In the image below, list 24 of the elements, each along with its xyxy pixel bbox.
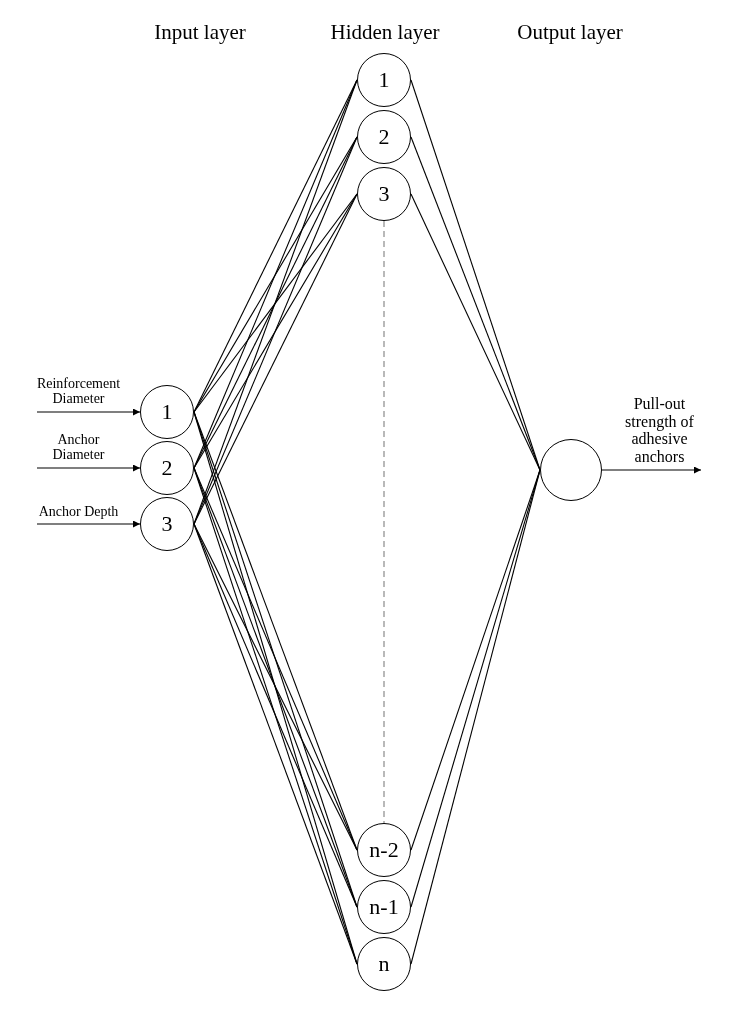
connection-line xyxy=(193,193,358,469)
input-node-circle: 1 xyxy=(140,385,194,439)
arrow xyxy=(36,464,141,472)
arrow xyxy=(36,408,141,416)
hidden-node-circle: 1 xyxy=(357,53,411,107)
layer-heading: Input layer xyxy=(154,20,246,45)
layer-heading: Output layer xyxy=(517,20,623,45)
connection-line xyxy=(193,193,358,413)
hidden-node-circle: n xyxy=(357,937,411,991)
edge-label: Anchor Depth xyxy=(38,503,119,519)
hidden-node-circle: 3 xyxy=(357,167,411,221)
hidden-node-circle: 2 xyxy=(357,110,411,164)
input-node-circle: 2 xyxy=(140,441,194,495)
edge-label: Reinforcement Diameter xyxy=(35,376,122,407)
hidden-node-circle: n-1 xyxy=(357,880,411,934)
hidden-node-circle: n-2 xyxy=(357,823,411,877)
arrow xyxy=(601,466,702,474)
edge-label: Pull-out strength of adhesive anchors xyxy=(624,394,695,465)
arrow xyxy=(36,520,141,528)
dashed-line xyxy=(383,220,385,824)
connection-line xyxy=(410,193,541,471)
input-node-circle: 3 xyxy=(140,497,194,551)
edge-label: Anchor Diameter xyxy=(51,432,106,463)
layer-heading: Hidden layer xyxy=(330,20,440,45)
